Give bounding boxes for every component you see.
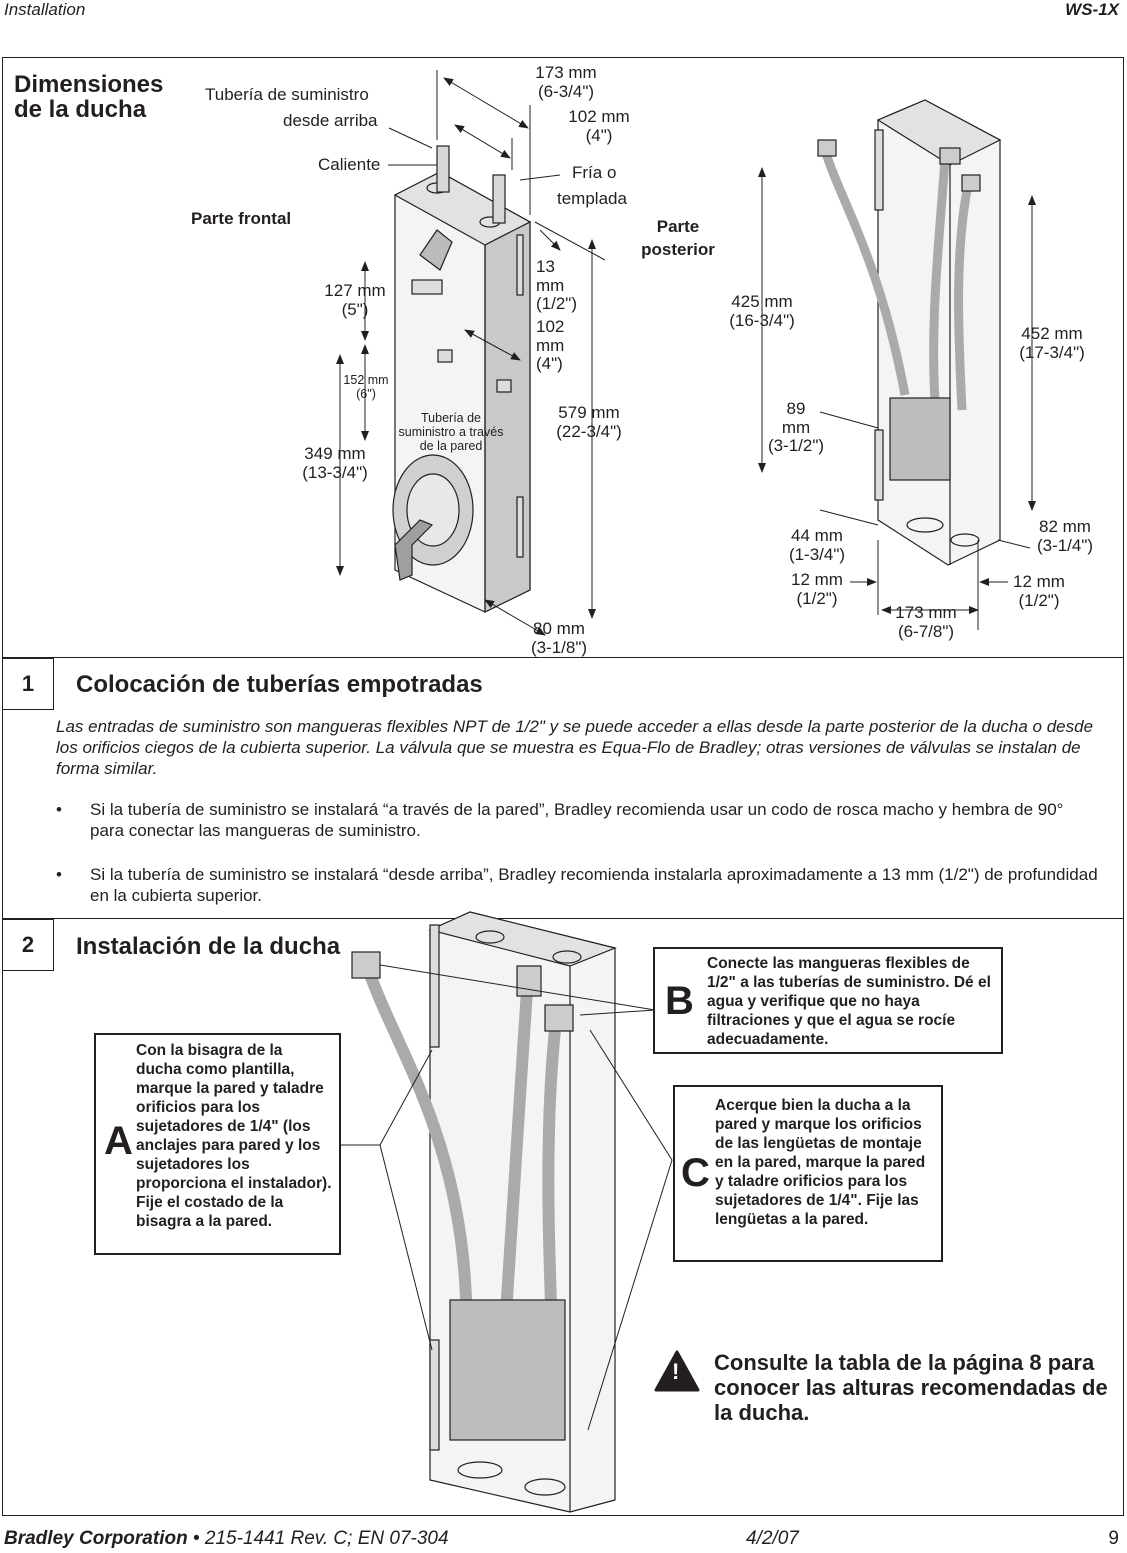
divider-step1 [2, 657, 1124, 658]
callout-c: C Acerque bien la ducha a la pared y mar… [673, 1085, 943, 1262]
label-supply-top-2: desde arriba [283, 111, 378, 130]
footer-doc-info: Bradley Corporation • 215-1441 Rev. C; E… [4, 1528, 449, 1549]
front-view-illustration [392, 145, 532, 613]
dim-80: 80 mm(3-1/8") [530, 619, 588, 657]
step-1-intro: Las entradas de suministro son mangueras… [56, 717, 1094, 778]
label-hot: Caliente [318, 155, 381, 174]
step-1-title: Colocación de tuberías empotradas [76, 671, 483, 698]
step-2-number: 2 [2, 919, 54, 971]
footer-date: 4/2/07 [746, 1528, 799, 1549]
dim-425: 425 mm(16-3/4") [729, 292, 795, 330]
height-reference-note: Consulte la tabla de la página 8 para co… [714, 1350, 1108, 1425]
label-supply-top: Tubería de suministro [205, 85, 369, 104]
label-front: Parte frontal [191, 209, 292, 228]
dim-12-right: 12 mm(1/2") [1013, 572, 1065, 610]
step-1-number: 1 [2, 658, 54, 710]
step-2-title: Instalación de la ducha [76, 933, 341, 960]
warning-icon [654, 1350, 700, 1392]
dim-152: 152 mm(6") [343, 373, 389, 401]
dim-579: 579 mm(22-3/4") [556, 403, 622, 441]
rear-view-illustration [817, 99, 1002, 566]
installation-step-illustration [351, 911, 617, 1513]
warning-mark: ! [672, 1359, 680, 1384]
dim-452: 452 mm(17-3/4") [1019, 324, 1085, 362]
label-cold-2: templada [557, 189, 627, 208]
dim-349: 349 mm(13-3/4") [302, 444, 368, 482]
dim-127: 127 mm(5") [324, 281, 386, 319]
dim-12-left: 12 mm(1/2") [791, 570, 843, 608]
dim-173-top: 173 mm(6-3/4") [535, 63, 597, 101]
page-number: 9 [1108, 1528, 1119, 1549]
dim-102-top: 102 mm(4") [568, 107, 630, 145]
page-frame [2, 57, 1124, 1516]
dim-173-bottom: 173 mm(6-7/8") [895, 603, 957, 641]
header-section-label: Installation [4, 0, 86, 19]
dim-44: 44 mm(1-3/4") [788, 526, 846, 564]
divider-step2 [2, 918, 1124, 919]
label-cold: Fría o [572, 163, 617, 182]
callout-b: B Conecte las mangueras flexibles de 1/2… [653, 947, 1003, 1054]
callout-a: A Con la bisagra de la ducha como planti… [94, 1033, 341, 1255]
header-model-number: WS-1X [1065, 0, 1119, 19]
dim-82: 82 mm(3-1/4") [1036, 517, 1094, 555]
dimension-lines [336, 70, 1036, 1431]
